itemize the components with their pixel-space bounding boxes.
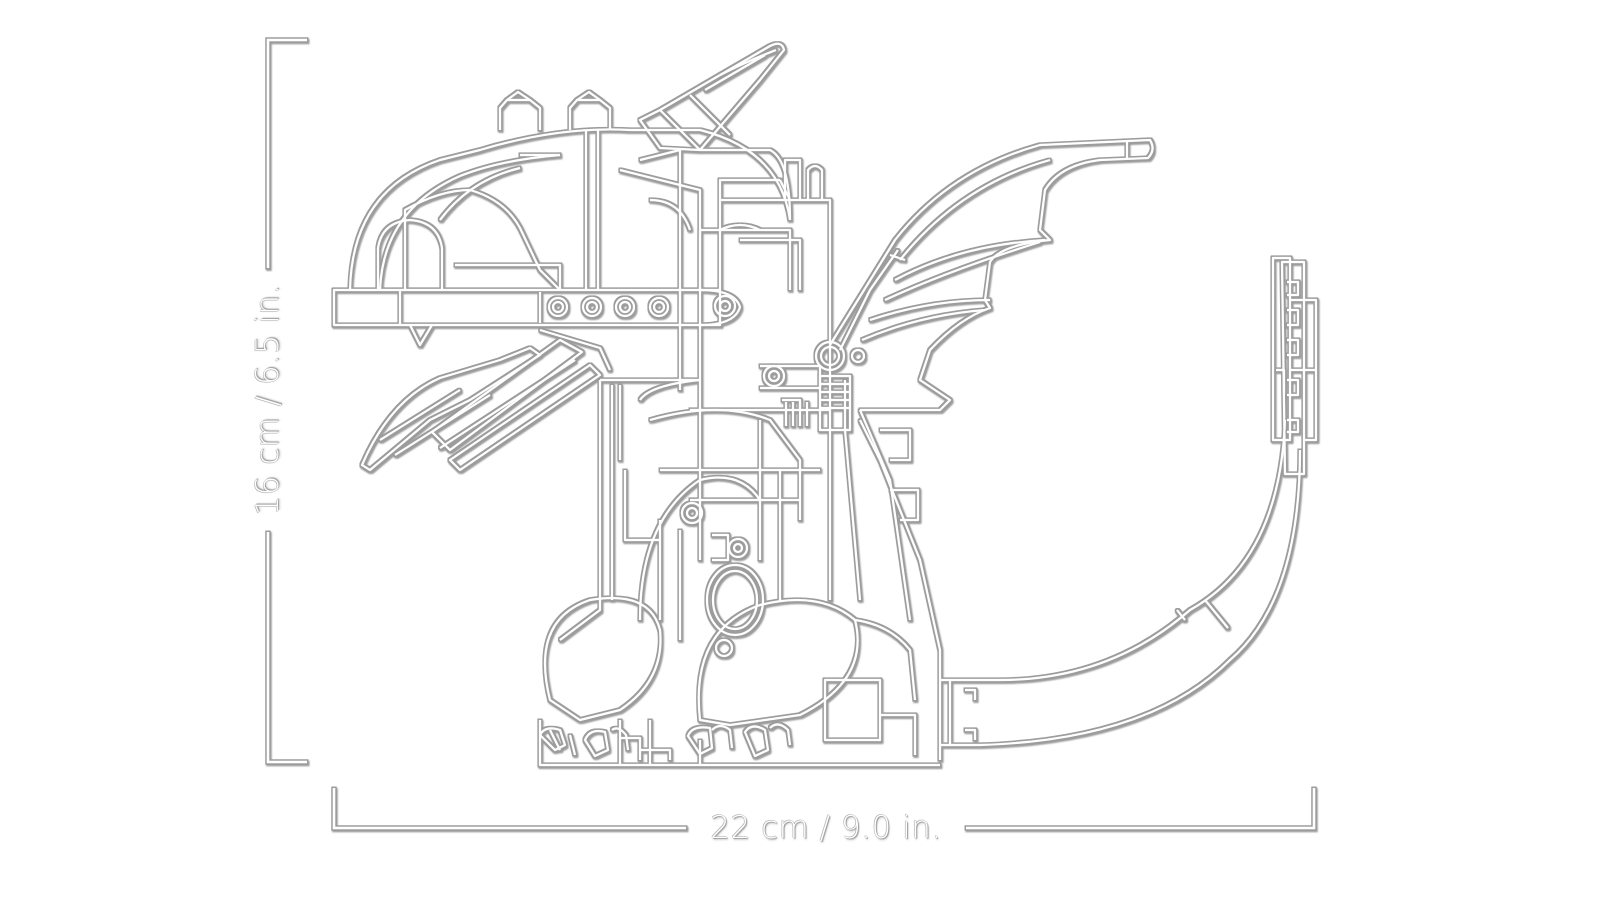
- head-pins: [547, 294, 737, 318]
- dragon-tail: [940, 256, 1318, 747]
- height-dimension-label: 16 cm / 6.5 in.: [250, 284, 286, 516]
- dragon-wing: [829, 138, 1154, 412]
- dragon-head: [332, 42, 792, 347]
- dragon-lower-jaw: [360, 328, 612, 472]
- dragon-legs: [538, 596, 940, 767]
- width-bracket: [332, 788, 1316, 830]
- dragon-outline: [332, 42, 1318, 767]
- height-bracket: [266, 38, 307, 764]
- dimension-lines: [266, 38, 1316, 830]
- shoulder-joint: [680, 340, 866, 658]
- dragon-body: [559, 150, 942, 760]
- width-dimension-label: 22 cm / 9.0 in.: [710, 810, 942, 846]
